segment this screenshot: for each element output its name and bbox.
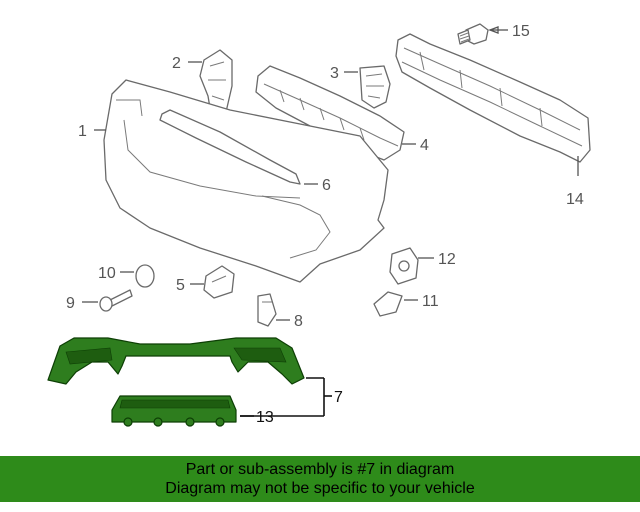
callout-7: 7 — [334, 389, 343, 406]
callout-11: 11 — [422, 293, 439, 310]
part-6-trim-strip[interactable] — [159, 109, 301, 185]
callout-2: 2 — [172, 55, 181, 72]
callout-12: 12 — [438, 251, 456, 268]
callout-4: 4 — [420, 137, 429, 154]
part-8-bracket[interactable] — [257, 293, 277, 327]
part-3-bracket[interactable] — [359, 65, 391, 109]
callout-9: 9 — [66, 295, 75, 312]
info-banner: Part or sub-assembly is #7 in diagram Di… — [0, 456, 640, 502]
part-7-diffuser-highlighted[interactable] — [47, 337, 305, 385]
callout-1: 1 — [78, 123, 87, 140]
part-9-screw[interactable] — [99, 289, 133, 312]
part-13-lower-grille-highlighted[interactable] — [111, 395, 237, 427]
callout-10: 10 — [98, 265, 116, 282]
part-14-reinforcement-beam[interactable] — [395, 33, 591, 163]
part-15-bolt[interactable] — [457, 23, 489, 45]
leader-lines — [82, 26, 579, 417]
banner-line-2: Diagram may not be specific to your vehi… — [165, 480, 475, 497]
part-11-retainer[interactable] — [373, 291, 403, 317]
callout-15: 15 — [512, 23, 530, 40]
part-1-bumper-cover[interactable] — [103, 79, 389, 283]
part-4-energy-absorber[interactable] — [255, 65, 405, 161]
part-5-tow-cover[interactable] — [203, 265, 235, 299]
callout-3: 3 — [330, 65, 339, 82]
callout-13: 13 — [256, 409, 274, 426]
part-12-sensor[interactable] — [389, 247, 419, 285]
part-10-cap[interactable] — [135, 264, 155, 288]
callout-5: 5 — [176, 277, 185, 294]
banner-line-1: Part or sub-assembly is #7 in diagram — [185, 461, 455, 478]
callout-6: 6 — [322, 177, 331, 194]
callout-14: 14 — [566, 191, 584, 208]
callout-8: 8 — [294, 313, 303, 330]
diagram-canvas: 15 2 3 4 1 6 14 10 12 5 9 11 8 7 13 — [47, 23, 591, 427]
